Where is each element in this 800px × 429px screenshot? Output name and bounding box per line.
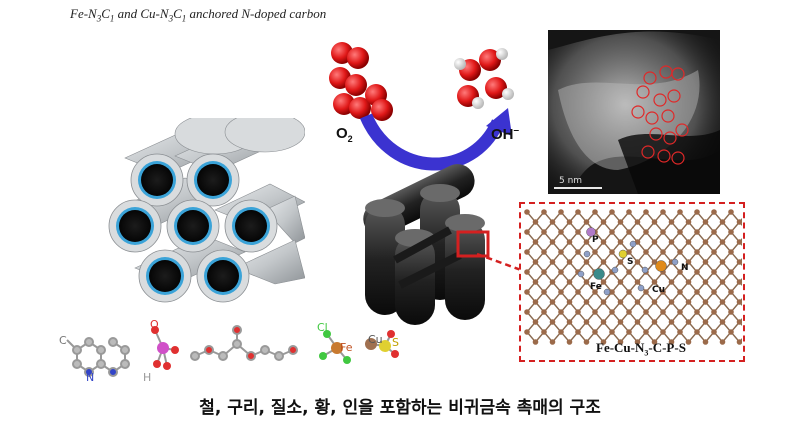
scale-bar-label: 5 nm [559,176,583,186]
phosphoric-acid-molecule [151,326,179,370]
graphene-lattice [524,209,760,345]
oh-molecules [454,48,514,109]
atom-label-cu: Cu [652,285,666,295]
atom-label-p: P [592,235,599,245]
precursor-molecules [66,325,399,377]
precursor-label-cl: Cl [317,321,328,334]
zoom-connector-line [476,252,522,272]
precursor-label-c: C [59,334,67,347]
atomic-structure-inset [519,202,760,362]
atom-label-fe: Fe [590,282,602,292]
tem-micrograph [548,30,720,194]
top-caption: Fe-N3C1 and Cu-N3C1 anchored N-doped car… [70,6,327,24]
reaction-arrow [360,113,504,171]
o2-label: O2 [336,125,353,144]
copper-sulfate-molecule [365,330,399,358]
oh-label: OH– [491,125,520,143]
inset-formula-label: Fe-Cu-N3-C-P-S [596,340,686,358]
o2-molecules [329,42,393,121]
precursor-label-fe: Fe [340,341,353,354]
iron-chloride-molecule [319,330,351,364]
precursor-label-n: N [86,371,95,384]
precursor-label-cu: Cu [368,333,383,346]
bottom-caption: 철, 구리, 질소, 황, 인을 포함하는 비귀금속 촉매의 구조 [199,398,601,418]
carbon-rods [363,164,485,325]
citric-acid-molecule [190,325,298,361]
atom-label-n: N [681,263,689,273]
nanotube-bundle-illustration [108,118,305,303]
orr-reaction-illustration [329,42,514,325]
atom-label-s: S [627,257,634,267]
precursor-label-o: O [150,318,159,331]
precursor-label-h: H [143,371,152,384]
phenanthroline-molecule [66,337,130,377]
precursor-label-s: S [392,336,399,349]
zoom-marker-box [456,230,490,258]
